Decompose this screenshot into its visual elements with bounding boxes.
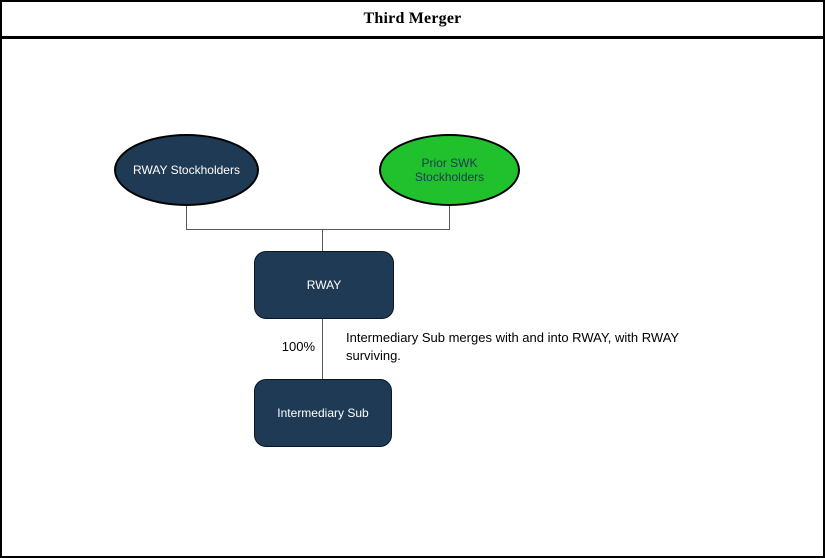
connector-left-ellipse-down	[186, 205, 187, 229]
connector-horizontal-join	[186, 229, 450, 230]
annotation-text: Intermediary Sub merges with and into RW…	[346, 330, 679, 363]
node-intermediary-sub: Intermediary Sub	[254, 379, 392, 447]
node-intermediary-sub-label: Intermediary Sub	[277, 406, 369, 420]
node-rway-stockholders: RWAY Stockholders	[114, 134, 259, 206]
node-prior-swk-stockholders-label: Prior SWK Stockholders	[414, 156, 485, 184]
node-prior-swk-stockholders: Prior SWK Stockholders	[379, 134, 520, 206]
node-rway: RWAY	[254, 251, 394, 319]
connector-rway-to-intermediary-sub	[322, 318, 323, 379]
node-rway-label: RWAY	[306, 278, 342, 292]
edge-label-100-percent: 100%	[281, 339, 315, 354]
node-rway-stockholders-label: RWAY Stockholders	[133, 163, 240, 177]
connector-to-rway-box	[322, 229, 323, 251]
page-title: Third Merger	[363, 10, 462, 27]
connector-right-ellipse-down	[449, 205, 450, 229]
title-bar: Third Merger	[2, 2, 823, 39]
